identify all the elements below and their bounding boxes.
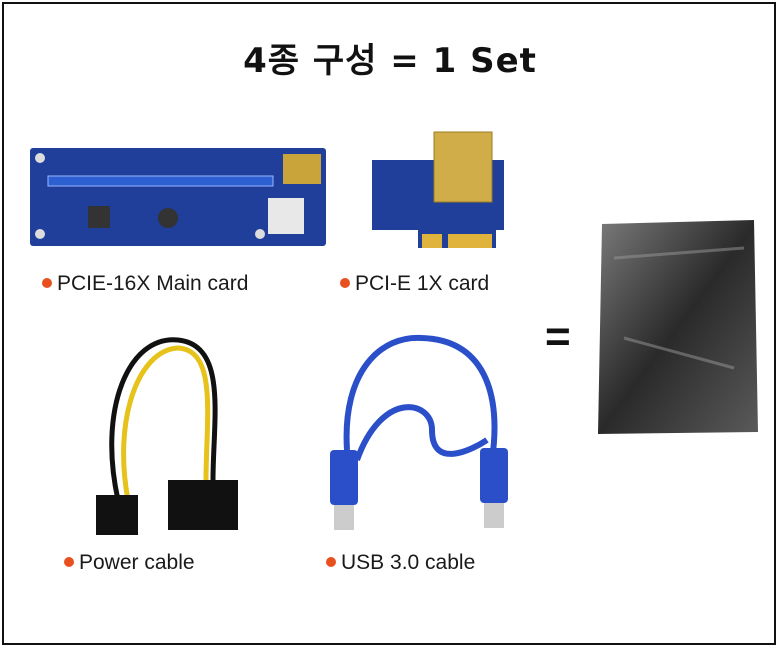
- bullet-icon: [340, 278, 350, 288]
- pci-e-1x-card-image: [372, 131, 504, 248]
- power-cable-image: [96, 337, 238, 535]
- pci-e-1x-card-label: PCI-E 1X card: [340, 272, 489, 296]
- item-label: Power cable: [79, 551, 195, 574]
- bullet-icon: [64, 557, 74, 567]
- power-cable-label: Power cable: [64, 551, 195, 575]
- usb-3-cable-image: [330, 334, 508, 530]
- usb-3-cable-label: USB 3.0 cable: [326, 551, 475, 575]
- equals-sign: =: [545, 312, 571, 361]
- pcie-16x-main-card-label: PCIE-16X Main card: [42, 272, 248, 296]
- page-title: 4종 구성 = 1 Set: [243, 41, 537, 81]
- item-label: PCIE-16X Main card: [57, 272, 249, 295]
- item-label: USB 3.0 cable: [341, 551, 476, 574]
- pcie-16x-main-card-image: [30, 148, 326, 246]
- bullet-icon: [42, 278, 52, 288]
- bullet-icon: [326, 557, 336, 567]
- item-label: PCI-E 1X card: [355, 272, 490, 295]
- antistatic-bag-image: [598, 220, 758, 434]
